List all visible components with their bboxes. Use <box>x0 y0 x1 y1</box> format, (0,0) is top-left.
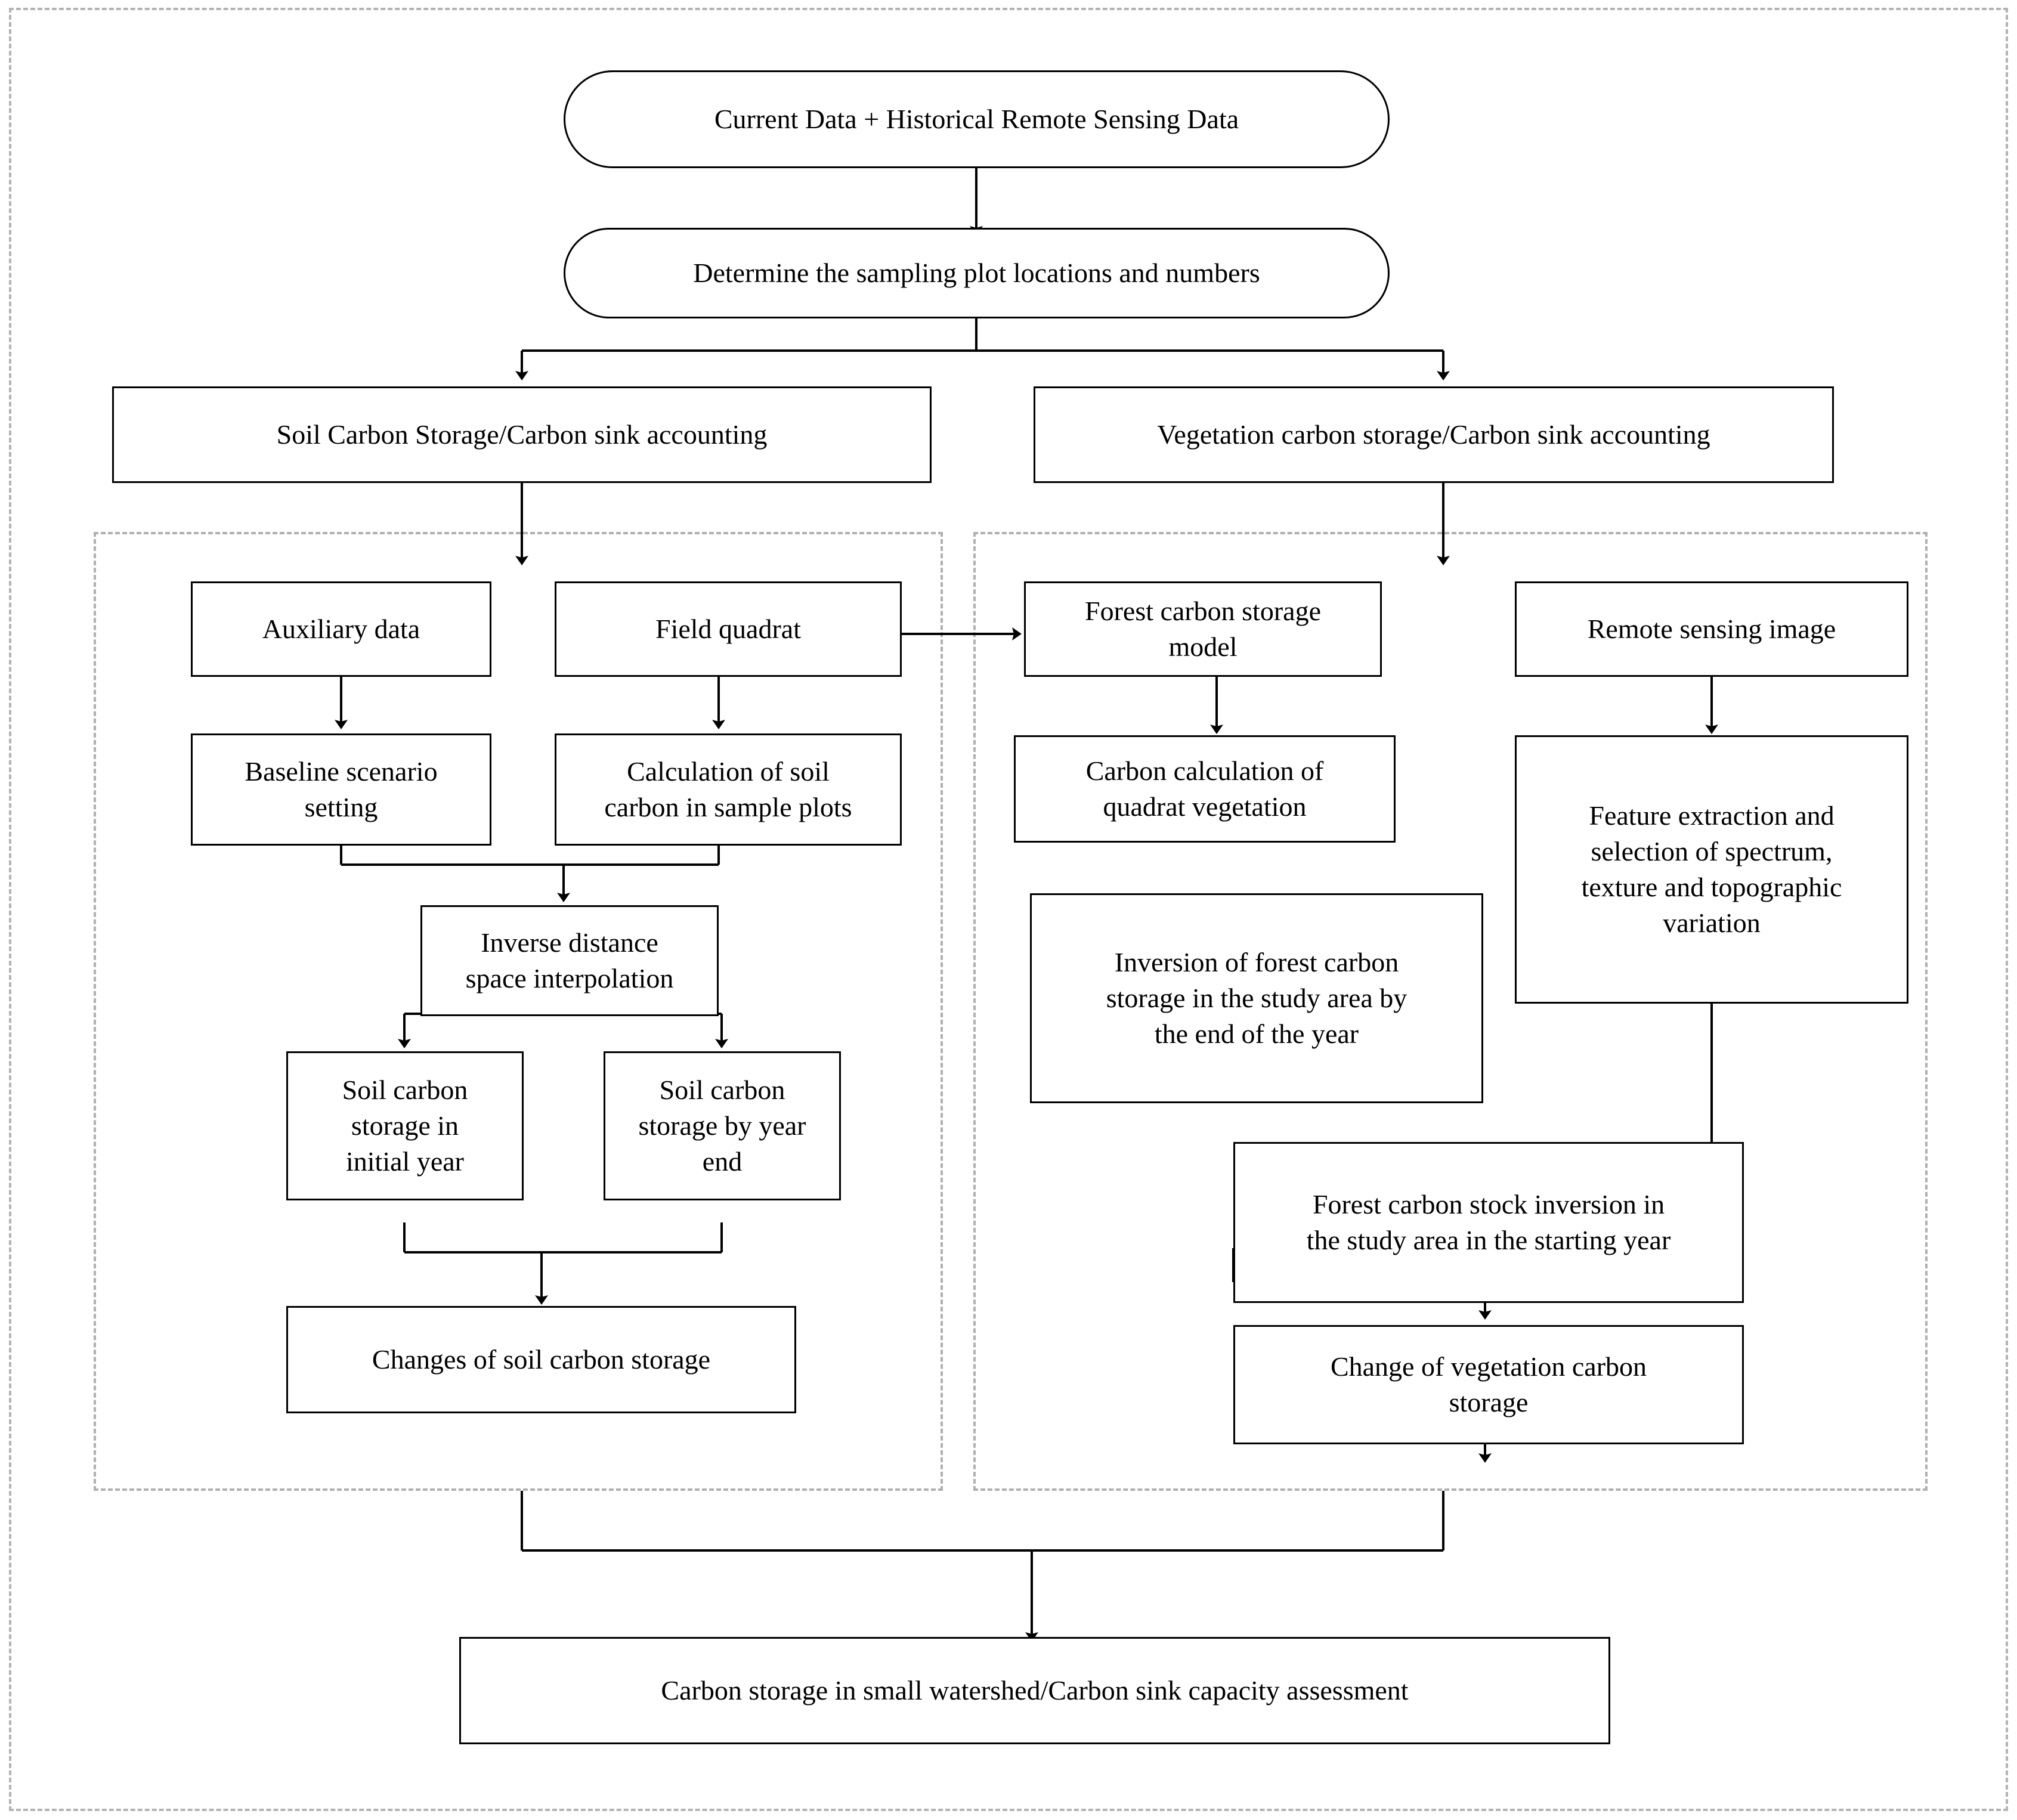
node-forest-model[interactable]: Forest carbon storage model <box>1024 581 1382 677</box>
node-final-assessment[interactable]: Carbon storage in small watershed/Carbon… <box>459 1637 1610 1744</box>
node-forest-stock-starting-year[interactable]: Forest carbon stock inversion in the stu… <box>1233 1142 1744 1303</box>
node-changes-soil-storage[interactable]: Changes of soil carbon storage <box>286 1306 796 1413</box>
node-feature-extraction[interactable]: Feature extraction and selection of spec… <box>1515 735 1908 1004</box>
node-inversion-end-year[interactable]: Inversion of forest carbon storage in th… <box>1030 893 1483 1103</box>
node-carbon-calc-quadrat[interactable]: Carbon calculation of quadrat vegetation <box>1014 735 1396 843</box>
node-remote-sensing-image[interactable]: Remote sensing image <box>1515 581 1908 677</box>
node-auxiliary-data[interactable]: Auxiliary data <box>191 581 491 677</box>
soil-carbon-workflow-group <box>94 532 943 1491</box>
node-calculation-soil-carbon[interactable]: Calculation of soil carbon in sample plo… <box>555 733 902 846</box>
node-inverse-distance[interactable]: Inverse distance space interpolation <box>420 905 719 1016</box>
node-soil-accounting[interactable]: Soil Carbon Storage/Carbon sink accounti… <box>112 386 932 483</box>
node-vegetation-accounting[interactable]: Vegetation carbon storage/Carbon sink ac… <box>1034 386 1834 483</box>
node-field-quadrat[interactable]: Field quadrat <box>555 581 902 677</box>
outer-dashed-frame <box>9 8 2008 1811</box>
node-input-data[interactable]: Current Data + Historical Remote Sensing… <box>564 70 1390 168</box>
node-baseline-scenario[interactable]: Baseline scenario setting <box>191 733 491 846</box>
node-soil-storage-initial[interactable]: Soil carbon storage in initial year <box>286 1051 524 1200</box>
vegetation-carbon-workflow-group <box>973 532 1928 1491</box>
node-soil-storage-year-end[interactable]: Soil carbon storage by year end <box>604 1051 841 1200</box>
node-determine-plots[interactable]: Determine the sampling plot locations an… <box>564 228 1390 318</box>
node-change-vegetation-storage[interactable]: Change of vegetation carbon storage <box>1233 1325 1744 1444</box>
